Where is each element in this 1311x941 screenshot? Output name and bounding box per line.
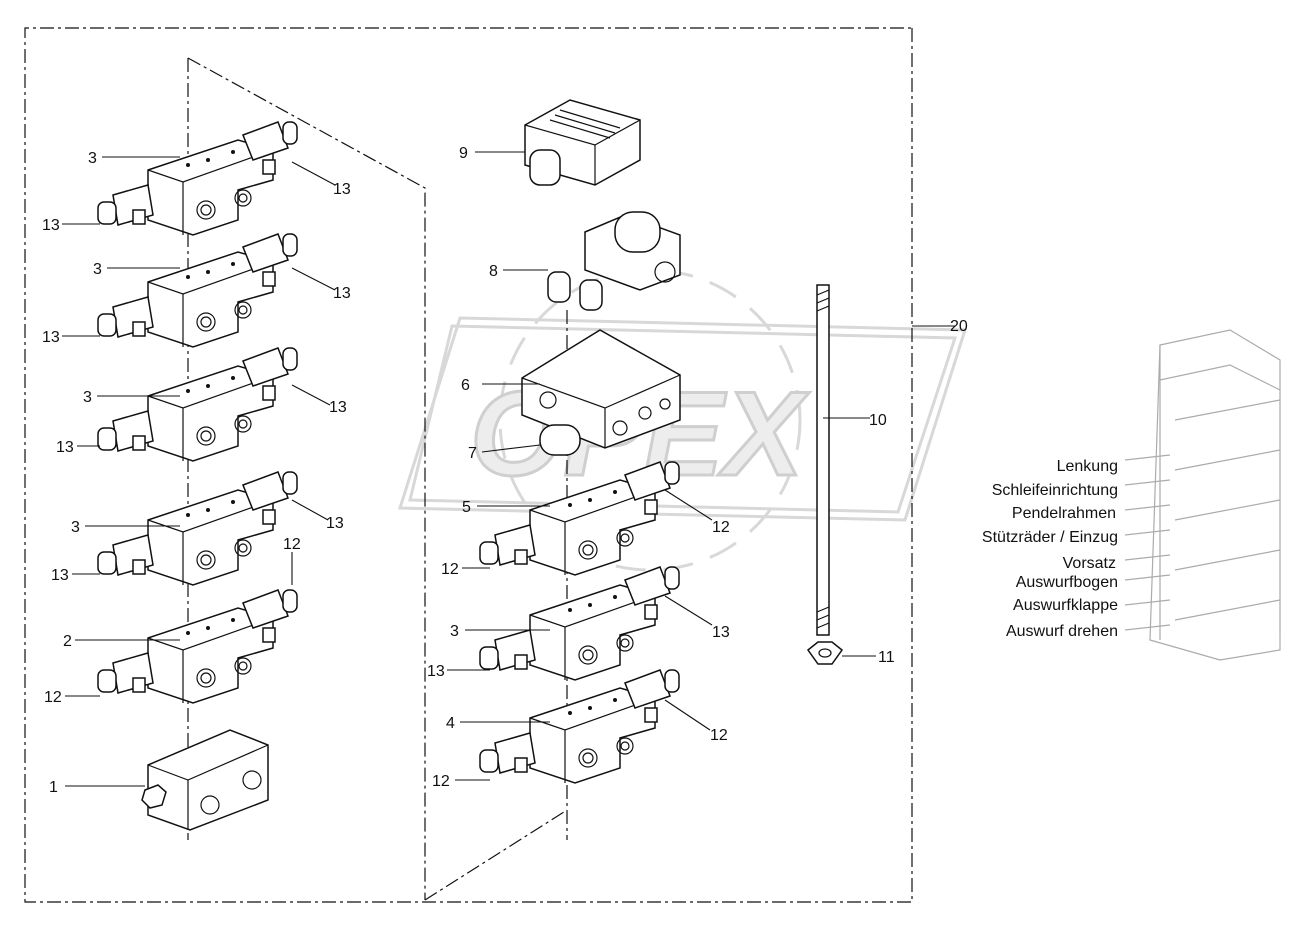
tie-rod-10 <box>816 284 830 636</box>
callout-4: 4 <box>446 715 455 732</box>
callout-13: 13 <box>329 399 347 416</box>
callout-13: 13 <box>51 567 69 584</box>
plug-7 <box>539 424 581 456</box>
end-plate-1 <box>141 729 269 831</box>
callout-2: 2 <box>63 633 72 650</box>
valve-section-3a <box>97 121 298 236</box>
valve-section-4 <box>479 669 680 784</box>
callout-12: 12 <box>712 519 730 536</box>
valve-8 <box>547 211 681 311</box>
callout-13: 13 <box>326 515 344 532</box>
callout-6: 6 <box>461 377 470 394</box>
callout-3: 3 <box>71 519 80 536</box>
callout-12: 12 <box>441 561 459 578</box>
callout-12: 12 <box>44 689 62 706</box>
legend-item: Pendelrahmen <box>1012 505 1116 522</box>
callout-3: 3 <box>88 150 97 167</box>
callout-9: 9 <box>459 145 468 162</box>
valve-section-3c <box>97 347 298 462</box>
callout-13: 13 <box>333 181 351 198</box>
callout-3: 3 <box>450 623 459 640</box>
callout-7: 7 <box>468 445 477 462</box>
valve-section-3b <box>97 233 298 348</box>
callout-12: 12 <box>432 773 450 790</box>
callout-13: 13 <box>712 624 730 641</box>
callout-8: 8 <box>489 263 498 280</box>
callout-11: 11 <box>878 649 895 666</box>
assembly-thumbnail <box>1124 329 1281 661</box>
callout-13: 13 <box>42 217 60 234</box>
callout-13: 13 <box>333 285 351 302</box>
legend-item: Schleifeinrichtung <box>992 482 1118 499</box>
legend-item: Auswurfbogen <box>1016 574 1118 591</box>
callout-12: 12 <box>283 536 301 553</box>
valve-section-3d <box>97 471 298 586</box>
leader-lines <box>62 151 955 787</box>
legend-item: Stützräder / Einzug <box>982 529 1118 546</box>
callout-13: 13 <box>42 329 60 346</box>
legend-item: Auswurf drehen <box>1006 623 1118 640</box>
callout-3: 3 <box>93 261 102 278</box>
callout-3: 3 <box>83 389 92 406</box>
block-6 <box>521 329 681 449</box>
legend-item: Auswurfklappe <box>1013 597 1118 614</box>
callout-1: 1 <box>49 779 58 796</box>
callout-5: 5 <box>462 499 471 516</box>
pressure-switch-9 <box>524 99 641 186</box>
callout-13: 13 <box>56 439 74 456</box>
nut-11 <box>806 641 844 665</box>
callout-13: 13 <box>427 663 445 680</box>
callout-20: 20 <box>950 318 968 335</box>
valve-section-2 <box>97 589 298 704</box>
valve-section-3e <box>479 566 680 681</box>
callout-12: 12 <box>710 727 728 744</box>
function-legend: Lenkung Schleifeinrichtung Pendelrahmen … <box>982 458 1118 640</box>
legend-item: Lenkung <box>1057 458 1118 475</box>
callouts: 3 13 13 3 13 13 3 13 13 3 13 13 12 2 12 … <box>42 145 968 796</box>
callout-10: 10 <box>869 412 887 429</box>
legend-item: Vorsatz <box>1063 555 1116 572</box>
